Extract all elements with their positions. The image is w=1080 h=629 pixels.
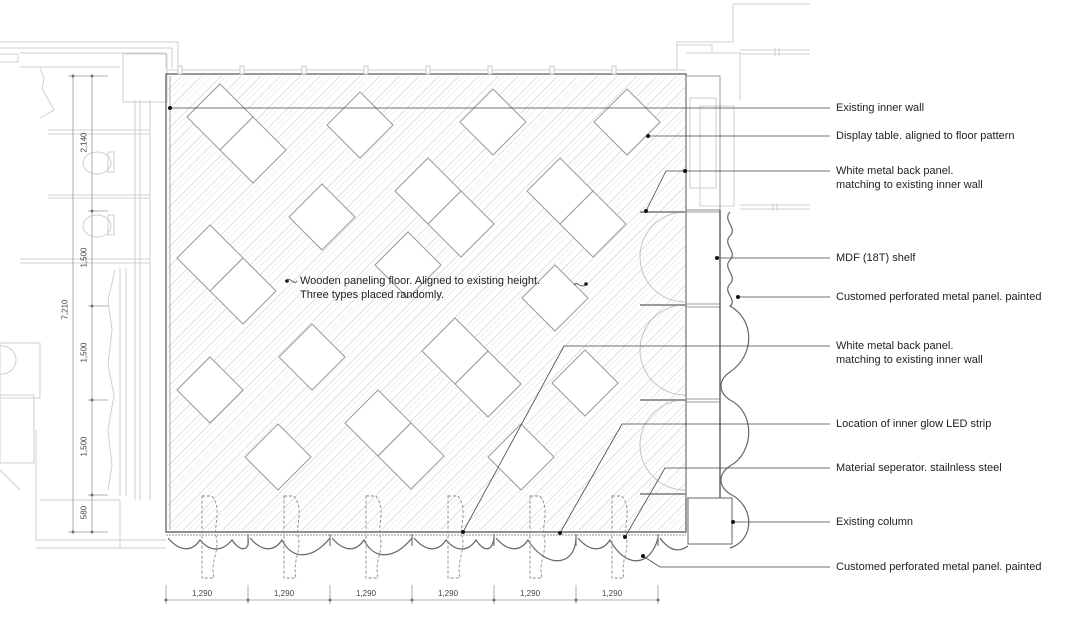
floor-note-line1: Wooden paneling floor. Aligned to existi…: [300, 275, 541, 287]
dim-horizontal-1: 1,290: [192, 589, 213, 598]
dim-vertical-2: 1,500: [79, 247, 89, 268]
callout-text: White metal back panel.: [836, 340, 954, 352]
callout-mdf-shelf: MDF (18T) shelf: [836, 251, 915, 265]
perforated-panel-right: [720, 211, 750, 549]
callout-text: Existing column: [836, 516, 914, 528]
callout-text: Location of inner glow LED strip: [836, 418, 992, 430]
dim-horizontal-5: 1,290: [520, 589, 541, 598]
dim-horizontal-6: 1,290: [602, 589, 623, 598]
floor-note: Wooden paneling floor. Aligned to existi…: [300, 274, 540, 302]
callout-text: MDF (18T) shelf: [836, 252, 916, 264]
dim-vertical-4: 1,500: [79, 436, 89, 457]
floor-note-leaders: [286, 279, 587, 287]
callout-material-separator: Material seperator. stailnless steel: [836, 461, 1002, 475]
vertical-dimensions: [68, 74, 108, 534]
leader-dots: [168, 106, 740, 558]
callout-text: Display table. aligned to floor pattern: [836, 130, 1015, 142]
existing-building-left: [0, 41, 179, 549]
callout-text: Customed perforated metal panel. painted: [836, 291, 1042, 303]
callout-text: Material seperator. stailnless steel: [836, 462, 1002, 474]
dim-vertical-3: 1,500: [79, 342, 89, 363]
dim-horizontal-2: 1,290: [274, 589, 295, 598]
callout-perforated-panel-2: Customed perforated metal panel. painted: [836, 560, 1041, 574]
existing-column: [687, 497, 733, 545]
callout-display-table: Display table. aligned to floor pattern: [836, 129, 1015, 143]
callout-white-metal-back-panel-1: White metal back panel. matching to exis…: [836, 164, 983, 192]
existing-building-right: [676, 3, 810, 211]
display-tables: [176, 83, 661, 491]
leader-lines: [170, 107, 830, 568]
dim-vertical-total: 7,210: [60, 299, 70, 320]
horizontal-dimensions: [164, 585, 660, 604]
floor-note-line2: Three types placed randomly.: [300, 289, 445, 301]
dim-horizontal-3: 1,290: [356, 589, 377, 598]
callout-existing-inner-wall: Existing inner wall: [836, 101, 924, 115]
callout-perforated-panel-1: Customed perforated metal panel. painted: [836, 290, 1041, 304]
callout-text: Customed perforated metal panel. painted: [836, 561, 1042, 573]
callout-white-metal-back-panel-2: White metal back panel. matching to exis…: [836, 339, 983, 367]
callout-text: Existing inner wall: [836, 102, 925, 114]
callout-text-line2: matching to existing inner wall: [836, 179, 983, 191]
perforated-panel-bottom: [166, 531, 689, 562]
callout-led-strip: Location of inner glow LED strip: [836, 417, 991, 431]
callout-text: White metal back panel.: [836, 165, 954, 177]
callout-text-line2: matching to existing inner wall: [836, 354, 983, 366]
wooden-floor: [168, 76, 685, 530]
callout-existing-column: Existing column: [836, 515, 913, 529]
dim-vertical-1: 2,140: [79, 132, 89, 153]
dim-horizontal-4: 1,290: [438, 589, 459, 598]
dim-vertical-5: 580: [79, 505, 89, 520]
